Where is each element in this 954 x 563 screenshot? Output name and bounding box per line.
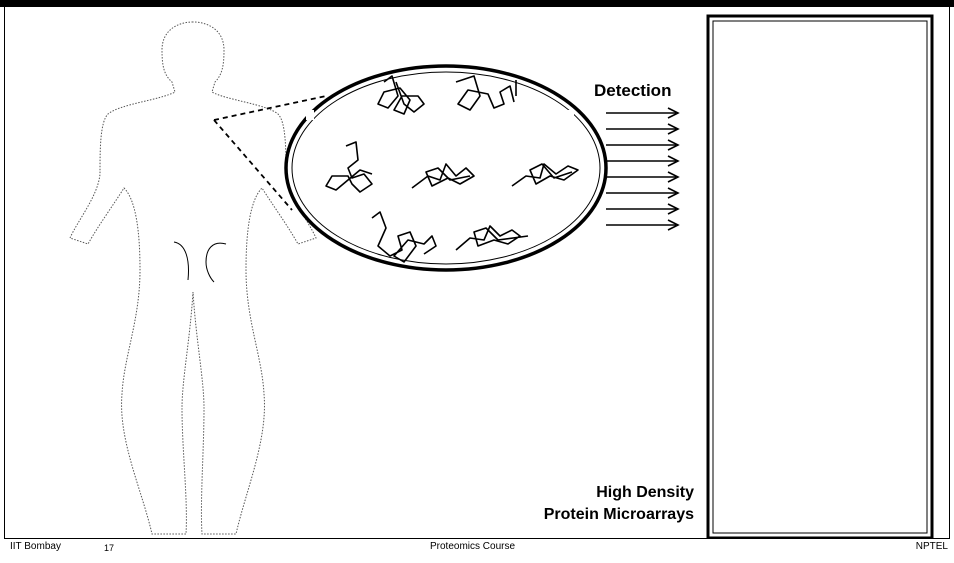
detection-arrow-icon <box>606 108 678 230</box>
microarray-label-line1: High Density <box>504 484 694 502</box>
human-body-outline-icon <box>70 22 316 534</box>
slide-number: 17 <box>104 543 114 553</box>
detection-arrow <box>606 140 678 150</box>
diagram-canvas <box>0 0 954 538</box>
detection-arrow <box>606 108 678 118</box>
footer-brand: NPTEL <box>916 541 948 552</box>
detection-arrow <box>606 172 678 182</box>
footer-bar: IIT Bombay 17 Proteomics Course NPTEL <box>4 538 950 563</box>
detection-label: Detection <box>594 81 671 101</box>
detection-arrow <box>606 188 678 198</box>
footer-institute: IIT Bombay <box>10 541 61 552</box>
microarray-label-line2: Protein Microarrays <box>484 506 694 524</box>
detection-arrow <box>606 204 678 214</box>
microarray-slide <box>708 16 932 538</box>
body-hip-lines <box>174 242 226 282</box>
footer-course: Proteomics Course <box>430 541 515 552</box>
detection-arrow <box>606 220 678 230</box>
protein-cell-icon <box>286 66 606 270</box>
detection-arrow <box>606 156 678 166</box>
detection-arrow <box>606 124 678 134</box>
